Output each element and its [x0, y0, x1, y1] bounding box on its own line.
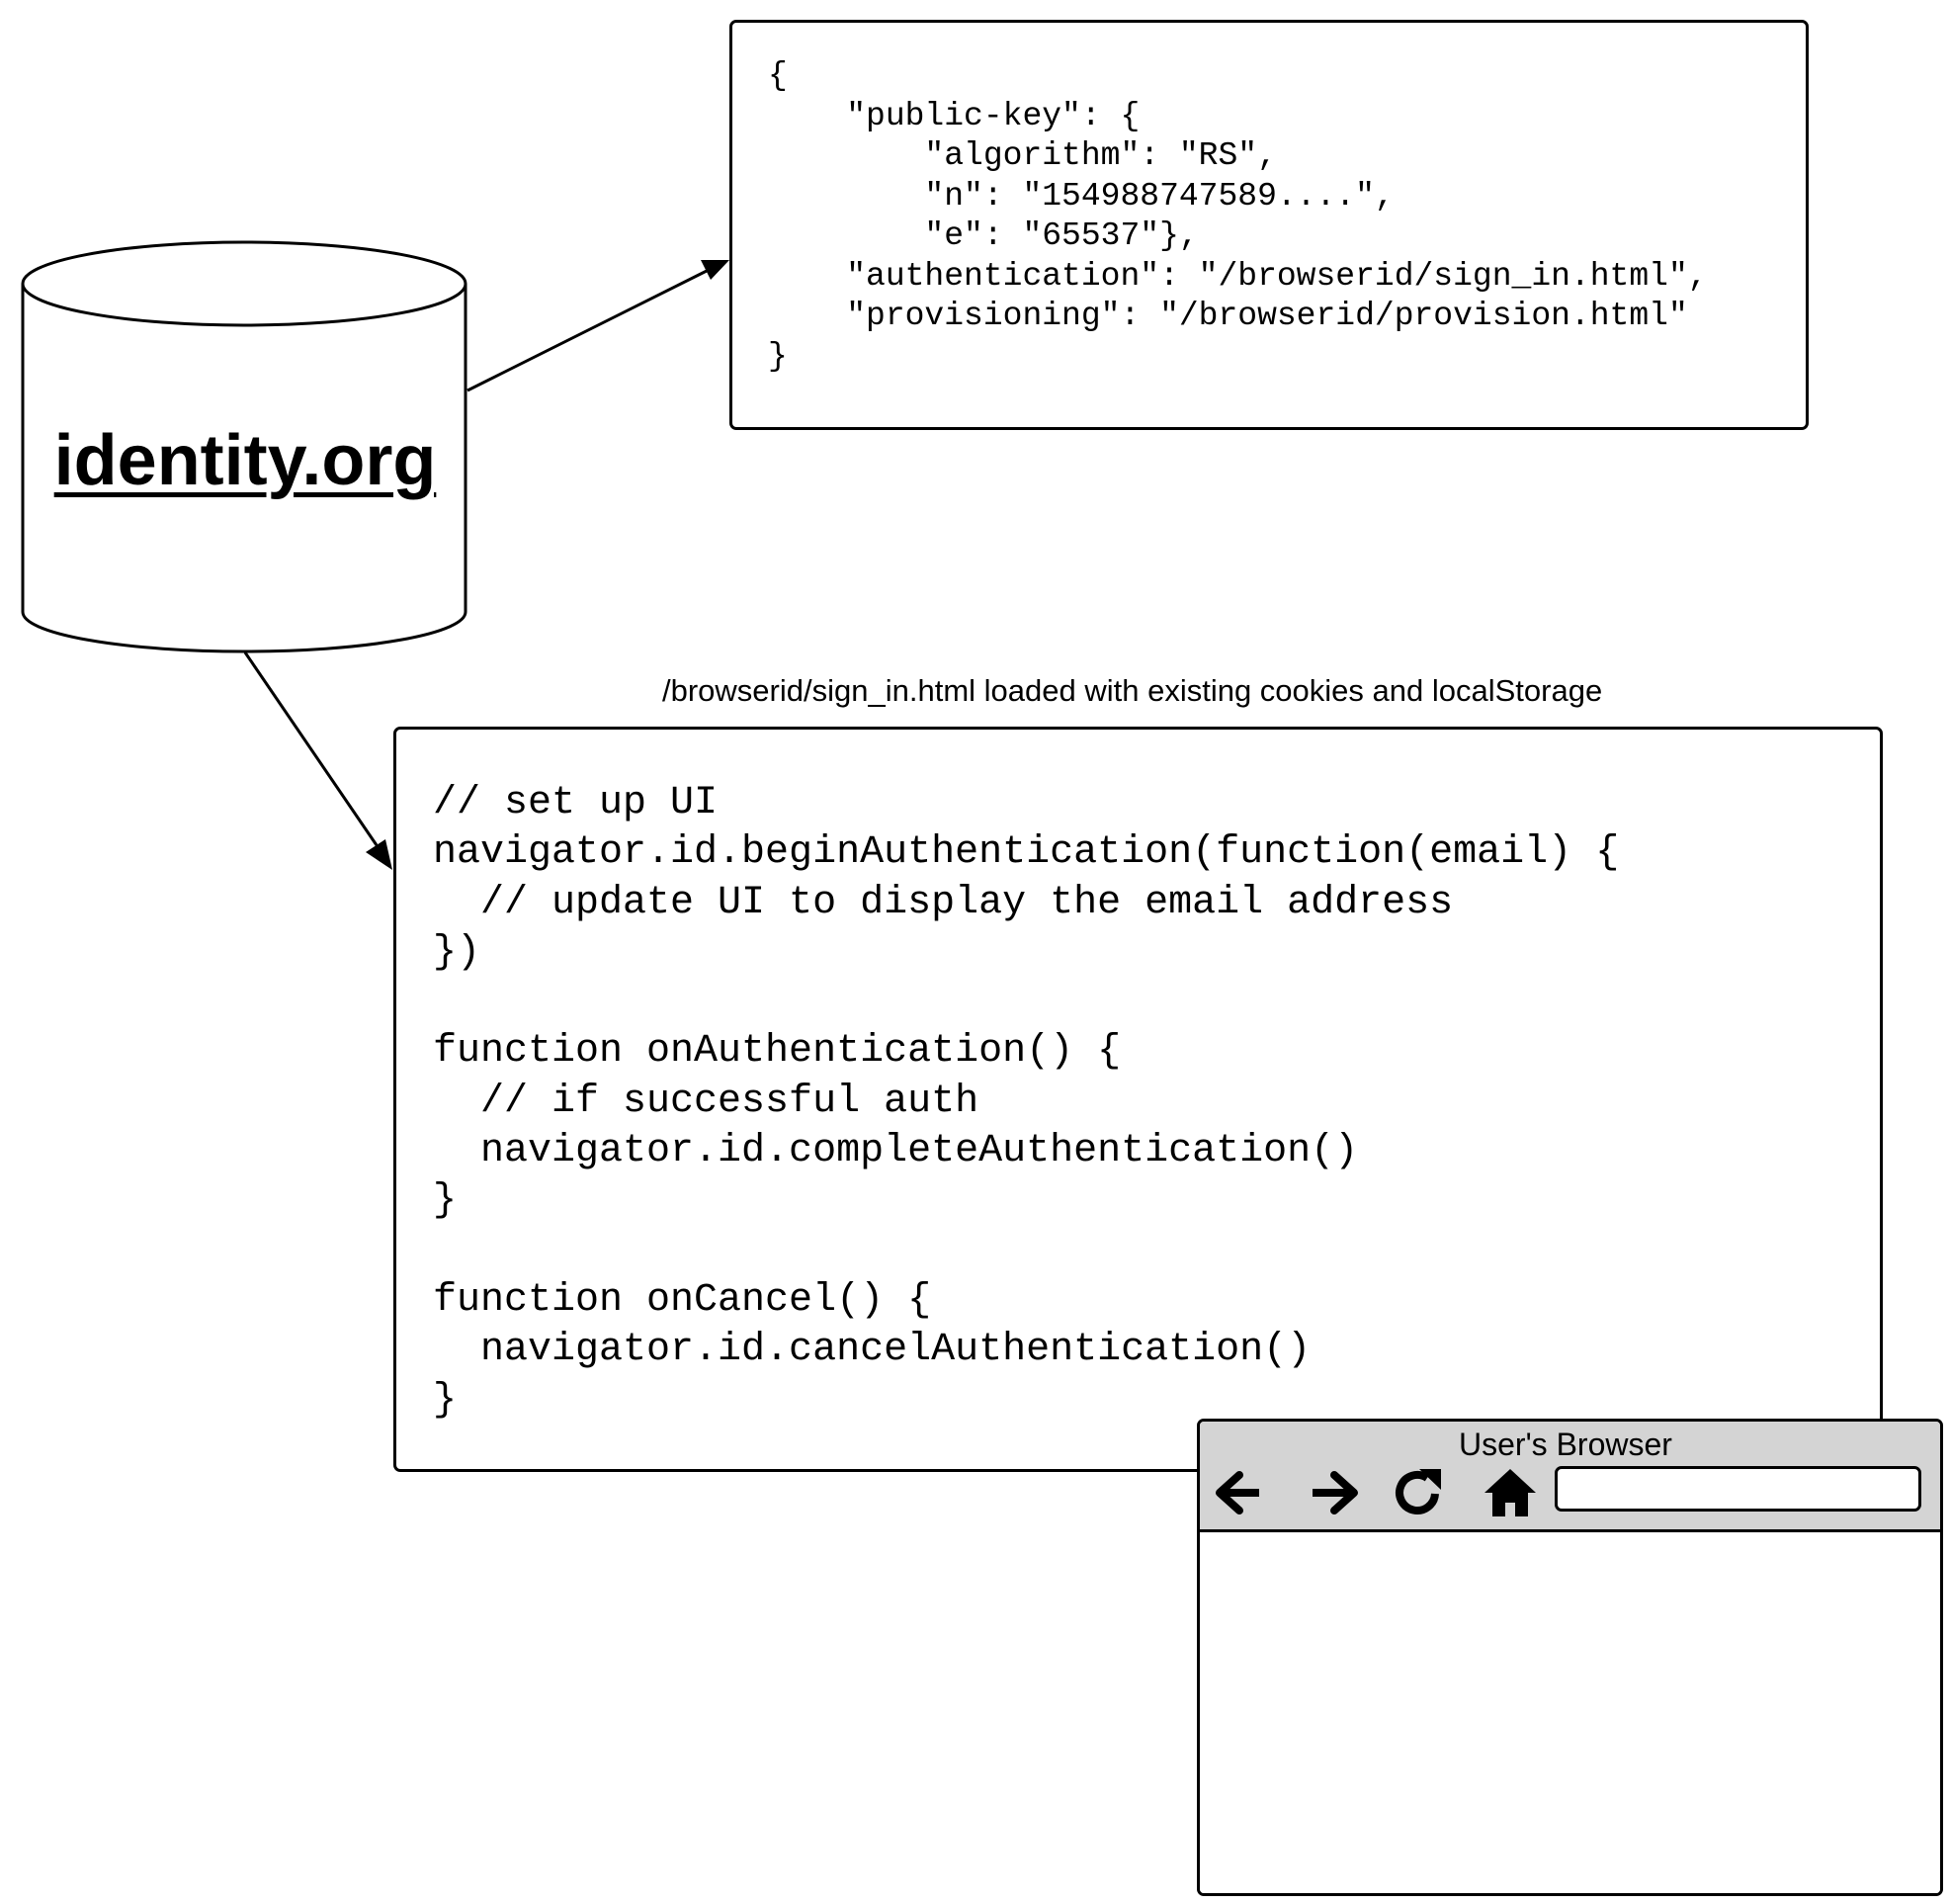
browser-toolbar: User's Browser	[1200, 1422, 1940, 1532]
address-bar-input[interactable]	[1555, 1466, 1921, 1512]
browser-title: User's Browser	[1459, 1427, 1672, 1462]
arrow-to-support-document	[466, 260, 729, 392]
sign-in-page-caption: /browserid/sign_in.html loaded with exis…	[662, 673, 1603, 708]
forward-arrow-icon[interactable]	[1305, 1463, 1364, 1522]
reload-icon[interactable]	[1390, 1463, 1449, 1522]
database-label: identity.org	[53, 421, 437, 500]
support-document-code: { "public-key": { "algorithm": "RS", "n"…	[768, 57, 1708, 375]
sign-in-code: // set up UI navigator.id.beginAuthentic…	[433, 781, 1620, 1423]
back-arrow-icon[interactable]	[1210, 1463, 1269, 1522]
home-icon[interactable]	[1481, 1463, 1540, 1522]
sign-in-code-box: // set up UI navigator.id.beginAuthentic…	[393, 727, 1883, 1472]
browser-content-area	[1200, 1532, 1940, 1893]
support-document-box: { "public-key": { "algorithm": "RS", "n"…	[729, 20, 1809, 430]
arrow-to-sign-in-page	[243, 651, 392, 870]
browser-window: User's Browser	[1197, 1419, 1943, 1896]
